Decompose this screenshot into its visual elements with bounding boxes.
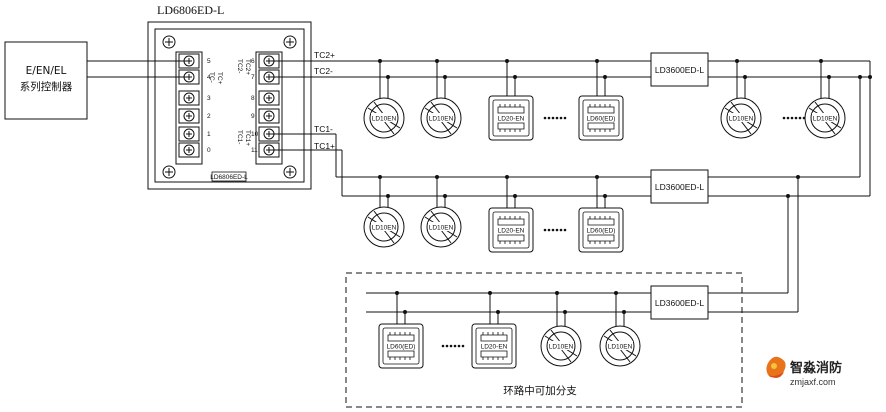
module-device: LD20-EN xyxy=(488,59,534,141)
terminal-screw-icon xyxy=(258,108,280,124)
svg-text:LD3600ED-L: LD3600ED-L xyxy=(655,65,704,75)
detector-device: LD10EN xyxy=(720,59,762,139)
isolator-top: LD3600ED-L xyxy=(650,52,709,87)
line-label-tc1-minus: TC1- xyxy=(314,124,333,134)
terminal-number: 8 xyxy=(251,95,255,102)
device-label: LD10EN xyxy=(429,225,454,232)
module-mark-tc-plus: TC+ xyxy=(216,72,223,85)
terminal-screw-icon xyxy=(178,108,200,124)
device-label: LD20-EN xyxy=(498,116,525,123)
terminal-number: 9 xyxy=(251,113,255,120)
line-label-tc2-plus: TC2+ xyxy=(314,50,335,60)
module-mark-tc1-minus: TC1- xyxy=(236,130,243,144)
controller-label-line2: 系列控制器 xyxy=(20,80,73,93)
device-label: LD60(ED) xyxy=(587,228,616,235)
controller-box: E/EN/EL 系列控制器 xyxy=(4,41,88,120)
device-label: LD10EN xyxy=(608,344,633,351)
terminal-number: 11 xyxy=(251,147,258,154)
detector-device: LD10EN xyxy=(599,291,641,367)
module-device: LD20-EN xyxy=(471,291,517,369)
terminal-screw-icon xyxy=(178,142,200,158)
terminal-number: 6 xyxy=(251,58,255,65)
module-mark-tc2-minus: TC2- xyxy=(236,59,243,73)
module-mark-tc2-plus: TC2+ xyxy=(244,59,251,75)
terminal-screw-icon xyxy=(178,126,200,142)
module-device: LD60(ED) xyxy=(578,175,624,253)
terminal-number: 5 xyxy=(207,58,211,65)
module-device: LD20-EN xyxy=(488,175,534,253)
line-label-tc1-plus: TC1+ xyxy=(314,141,335,151)
isolator-mid: LD3600ED-L xyxy=(650,169,709,204)
ellipsis-dots xyxy=(441,116,806,348)
terminal-number: 2 xyxy=(207,113,211,120)
svg-text:LD3600ED-L: LD3600ED-L xyxy=(655,298,704,308)
terminal-number: 7 xyxy=(251,74,255,81)
detector-device: LD10EN xyxy=(420,59,462,139)
device-label: LD20-EN xyxy=(498,228,525,235)
module-bottom-label: LD6806ED-L xyxy=(210,174,248,181)
detector-device: LD10EN xyxy=(363,175,405,248)
corner-screw-icon xyxy=(283,165,297,179)
detector-device: LD10EN xyxy=(540,291,582,367)
watermark-brand: 智淼消防 xyxy=(790,360,842,376)
corner-screw-icon xyxy=(162,35,176,49)
terminal-number: 10 xyxy=(251,131,259,138)
terminal-number: 4 xyxy=(207,74,211,81)
line-label-tc2-minus: TC2- xyxy=(314,66,333,76)
device-label: LD10EN xyxy=(549,344,574,351)
device-label: LD10EN xyxy=(429,116,454,123)
device-label: LD60(ED) xyxy=(387,344,416,351)
detector-device: LD10EN xyxy=(420,175,462,248)
terminal-number: 1 xyxy=(207,131,211,138)
device-label: LD10EN xyxy=(813,116,838,123)
svg-text:LD3600ED-L: LD3600ED-L xyxy=(655,182,704,192)
module-title: LD6806ED-L xyxy=(157,3,224,17)
terminal-number: 3 xyxy=(207,95,211,102)
device-label: LD10EN xyxy=(729,116,754,123)
terminal-screw-icon xyxy=(258,90,280,106)
device-label: LD10EN xyxy=(372,225,397,232)
flame-logo-icon xyxy=(764,356,786,378)
controller-label-line1: E/EN/EL xyxy=(26,65,67,77)
device-label: LD60(ED) xyxy=(587,116,616,123)
controller-wires xyxy=(87,60,186,78)
detector-device: LD10EN xyxy=(804,59,846,139)
corner-screw-icon xyxy=(162,165,176,179)
detector-device: LD10EN xyxy=(363,59,405,139)
module-enclosure: 5 6 4 7 3 8 2 9 1 10 0 11 TC+ TC- TC2+ TC2- TC1+ TC… xyxy=(147,21,312,190)
terminal-screw-icon xyxy=(178,90,200,106)
module-mark-tc1-plus: TC1+ xyxy=(244,130,251,146)
corner-screw-icon xyxy=(283,35,297,49)
module-mark-tc-minus: TC- xyxy=(208,72,215,83)
watermark-url: zmjaxf.com xyxy=(790,377,836,387)
watermark: 智淼消防 zmjaxf.com xyxy=(764,356,842,387)
module-device: LD60(ED) xyxy=(378,291,424,369)
device-label: LD10EN xyxy=(372,116,397,123)
module-device: LD60(ED) xyxy=(578,59,624,141)
branch-caption: 环路中可加分支 xyxy=(503,384,577,397)
isolator-bottom: LD3600ED-L xyxy=(650,285,709,320)
device-label: LD20-EN xyxy=(481,344,508,351)
loop-wiring xyxy=(268,60,872,313)
terminal-number: 0 xyxy=(207,147,211,154)
branch-dashed-box xyxy=(345,272,743,408)
